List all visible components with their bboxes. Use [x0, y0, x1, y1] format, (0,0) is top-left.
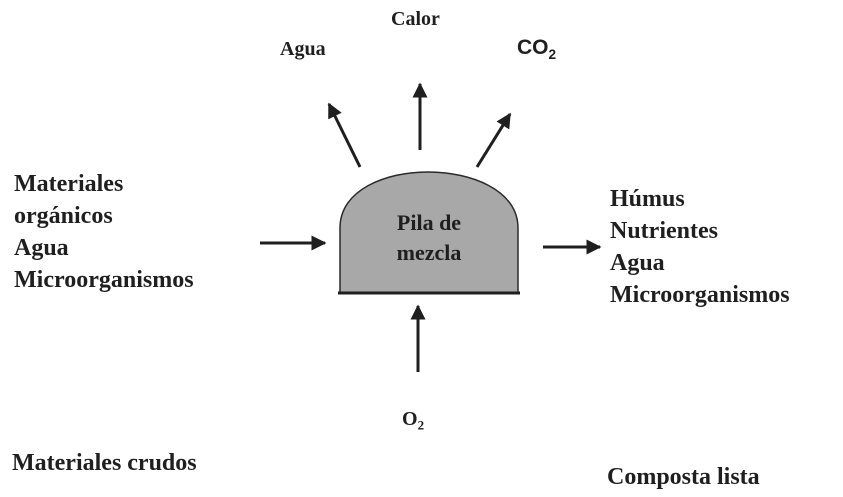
product-line: Nutrientes [610, 218, 718, 244]
input-line: Materiales [14, 171, 124, 197]
caption-finished-compost: Composta lista [607, 464, 760, 490]
arrow-co2-up [475, 112, 512, 168]
label-agua-output: Agua [280, 38, 326, 60]
compost-pile-shape [339, 171, 519, 294]
input-line: Agua [14, 235, 69, 261]
arrow-agua-up [327, 102, 362, 168]
pile-label-line: mezcla [396, 240, 462, 265]
product-line: Húmus [610, 186, 685, 212]
label-oxygen-input: O2 [402, 408, 425, 433]
product-line: Microorganismos [610, 282, 790, 308]
caption-raw-materials: Materiales crudos [12, 450, 197, 476]
product-line: Agua [610, 250, 665, 276]
pile-label-line: Pila de [396, 210, 462, 235]
co2-main: CO [517, 36, 549, 59]
input-line: Microorganismos [14, 267, 194, 293]
products-list: Húmus Nutrientes Agua Microorganismos [610, 183, 790, 311]
label-co2-output: CO2 [517, 36, 557, 62]
label-calor-output: Calor [391, 8, 440, 30]
oxygen-main: O [402, 408, 418, 430]
oxygen-subscript: 2 [417, 417, 425, 433]
pile-label: Pila de mezcla [340, 208, 518, 268]
input-line: orgánicos [14, 203, 113, 229]
inputs-list: Materiales orgánicos Agua Microorganismo… [14, 168, 194, 296]
co2-subscript: 2 [548, 46, 557, 62]
